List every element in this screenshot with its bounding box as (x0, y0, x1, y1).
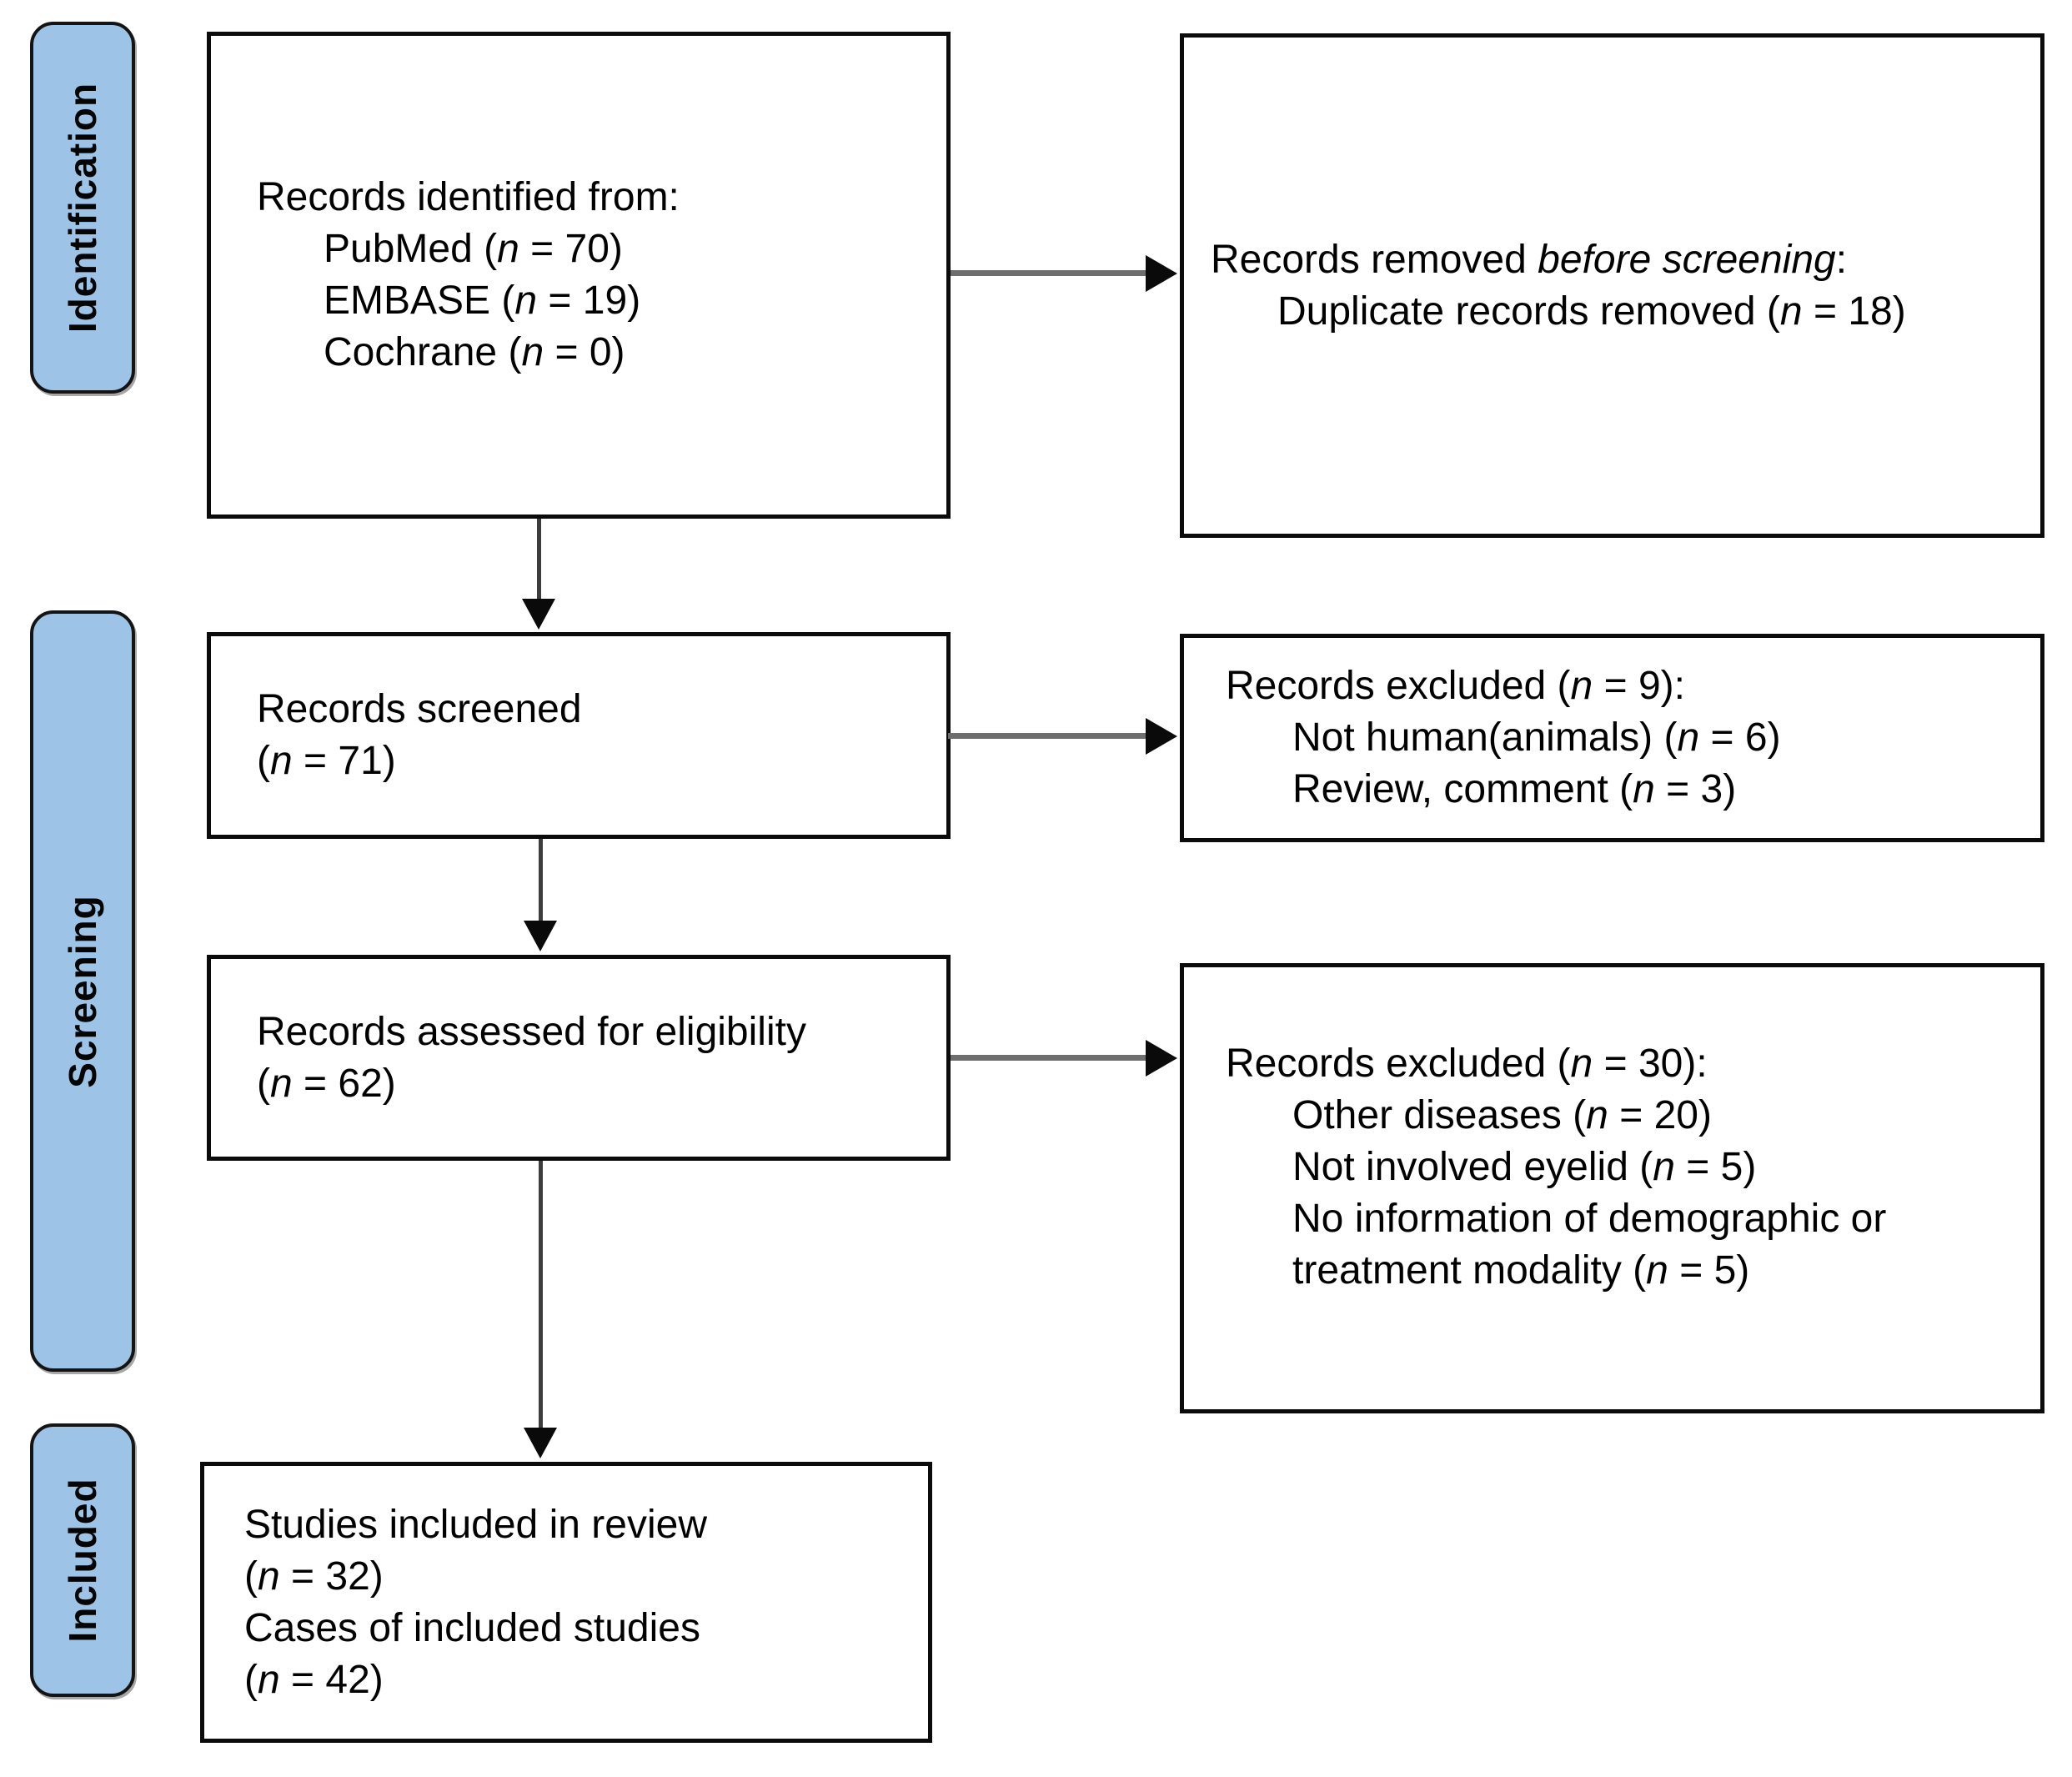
arrow-assessed-to-excluded (951, 1055, 1149, 1061)
text-line: (n = 32) (244, 1554, 384, 1599)
stage-label-screening: Screening (61, 894, 104, 1088)
arrow-identified-to-screened (537, 519, 541, 602)
text-line: Not involved eyelid (n = 5) (1292, 1145, 1757, 1189)
arrow-assessed-to-included-head (524, 1428, 557, 1458)
arrow-assessed-to-included (539, 1161, 543, 1429)
arrow-screened-to-assessed (539, 839, 543, 924)
text-line: Records excluded (n = 30): (1226, 1042, 1708, 1086)
arrow-identified-to-removed (951, 270, 1149, 276)
arrow-identified-to-removed-head (1146, 255, 1177, 292)
text-line: Studies included in review (244, 1502, 707, 1547)
text-line: Records assessed for eligibility (257, 1009, 806, 1054)
text-line: PubMed (n = 70) (324, 227, 623, 271)
stage-label-included: Included (61, 1478, 104, 1643)
text-line: Duplicate records removed (n = 18) (1277, 289, 1906, 334)
stage-pill-screening: Screening (30, 610, 135, 1372)
arrow-screened-to-assessed-head (524, 921, 557, 951)
box-records-removed: Records removed before screening: Duplic… (1180, 33, 2044, 538)
arrow-assessed-to-excluded-head (1146, 1040, 1177, 1077)
text-line: Records screened (257, 687, 582, 731)
text-line: (n = 42) (244, 1657, 384, 1702)
arrow-screened-to-excluded (948, 733, 1149, 739)
text-line: Cochrane (n = 0) (324, 330, 625, 374)
box-records-excluded-eligibility: Records excluded (n = 30): Other disease… (1180, 963, 2044, 1413)
arrow-screened-to-excluded-head (1146, 718, 1177, 755)
stage-pill-included: Included (30, 1423, 135, 1697)
box-records-assessed: Records assessed for eligibility (n = 62… (207, 955, 951, 1161)
text-line: Not human(animals) (n = 6) (1292, 715, 1781, 760)
stage-label-identification: Identification (61, 82, 104, 334)
text-line: Cases of included studies (244, 1605, 700, 1650)
stage-pill-identification: Identification (30, 22, 135, 394)
box-records-excluded-screening: Records excluded (n = 9): Not human(anim… (1180, 634, 2044, 842)
box-records-identified: Records identified from: PubMed (n = 70)… (207, 32, 951, 519)
text-line: (n = 71) (257, 739, 396, 783)
box-records-screened: Records screened (n = 71) (207, 632, 951, 839)
text-line: Review, comment (n = 3) (1292, 767, 1737, 811)
text-line: treatment modality (n = 5) (1292, 1248, 1750, 1293)
text-line: Other diseases (n = 20) (1292, 1093, 1712, 1137)
text-line: Records identified from: (257, 175, 680, 219)
arrow-identified-to-screened-head (522, 599, 555, 630)
text-line: Records removed before screening: (1211, 237, 1848, 282)
text-line: (n = 62) (257, 1061, 396, 1106)
text-line: EMBASE (n = 19) (324, 279, 641, 323)
text-line: Records excluded (n = 9): (1226, 664, 1685, 708)
box-studies-included: Studies included in review (n = 32) Case… (200, 1462, 932, 1743)
text-line: No information of demographic or (1292, 1197, 1887, 1241)
